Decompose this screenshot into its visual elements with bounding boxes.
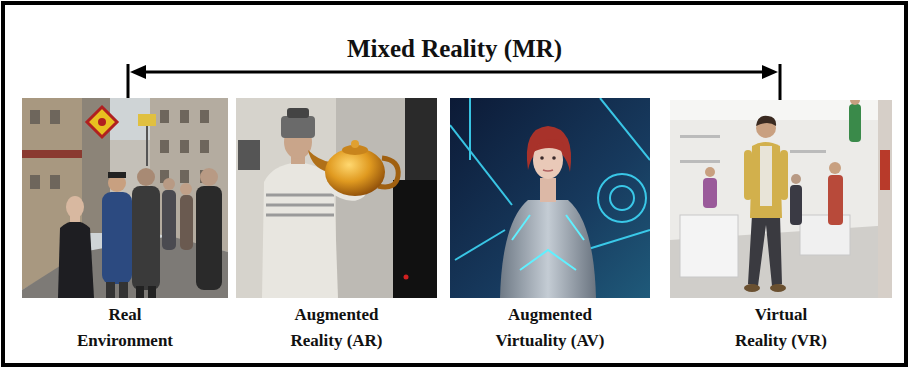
vr-scene	[670, 100, 892, 298]
panel-caption: Real Environment	[70, 302, 180, 354]
image-panel: Augmented Reality (AR)	[236, 98, 437, 354]
image-panel: Augmented Virtuality (AV)	[450, 98, 650, 354]
diagram-title: Mixed Reality (MR)	[0, 34, 909, 64]
av-image	[450, 98, 650, 298]
ar-photo	[236, 98, 437, 298]
span-arrow	[128, 64, 780, 100]
panel-caption: Virtual Reality (VR)	[731, 302, 831, 354]
image-panel: Virtual Reality (VR)	[670, 100, 892, 354]
street-photo	[22, 98, 228, 298]
image-panel: Real Environment	[22, 98, 228, 354]
panel-caption: Augmented Reality (AR)	[282, 302, 392, 354]
panel-caption: Augmented Virtuality (AV)	[488, 302, 613, 354]
